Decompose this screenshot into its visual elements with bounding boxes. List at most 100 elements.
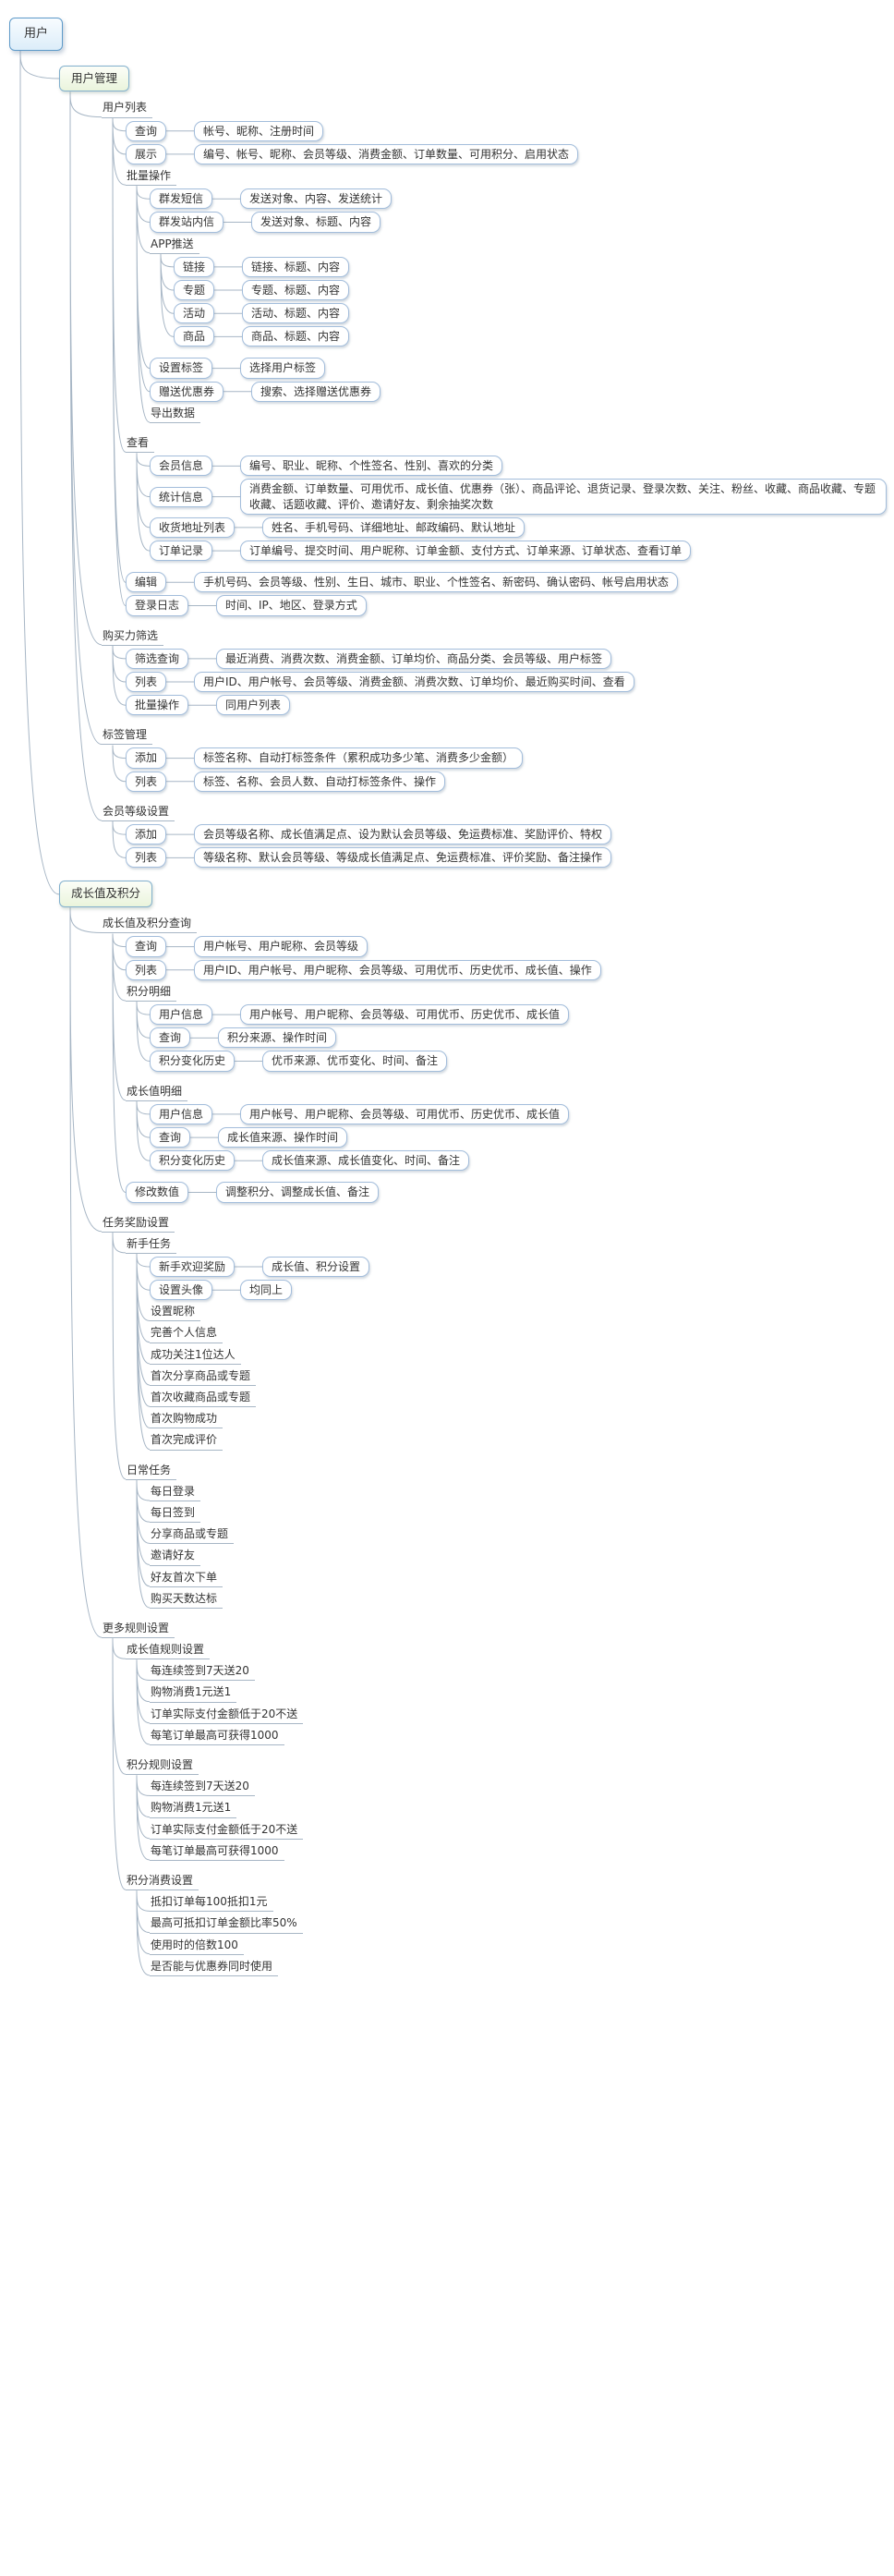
- mindmap-node[interactable]: 专题、标题、内容: [242, 279, 350, 301]
- mindmap-node[interactable]: 收货地址列表: [150, 516, 236, 538]
- mindmap-node[interactable]: 积分明细: [126, 983, 177, 1002]
- mindmap-node[interactable]: 编号、帐号、昵称、会员等级、消费金额、订单数量、可用积分、启用状态: [194, 143, 579, 164]
- root-node[interactable]: 用户: [9, 18, 64, 51]
- mindmap-node[interactable]: 查询: [126, 120, 167, 141]
- mindmap-node[interactable]: 姓名、手机号码、详细地址、邮政编码、默认地址: [262, 516, 526, 538]
- mindmap-node[interactable]: 用户ID、用户帐号、用户昵称、会员等级、可用优币、历史优币、成长值、操作: [194, 959, 601, 980]
- mindmap-node[interactable]: 会员等级名称、成长值满足点、设为默认会员等级、免运费标准、奖励评价、特权: [194, 824, 612, 845]
- mindmap-node[interactable]: 链接: [174, 256, 215, 277]
- mindmap-node[interactable]: 列表: [126, 959, 167, 980]
- mindmap-node[interactable]: 首次完成评价: [150, 1431, 224, 1451]
- mindmap-node[interactable]: 群发短信: [150, 188, 213, 210]
- mindmap-node[interactable]: 会员等级设置: [102, 803, 175, 822]
- mindmap-node[interactable]: 设置头像: [150, 1280, 213, 1301]
- mindmap-node[interactable]: 积分变化历史: [150, 1051, 236, 1072]
- mindmap-node[interactable]: 用户帐号、用户昵称、会员等级、可用优币、历史优币、成长值: [240, 1103, 570, 1124]
- mindmap-node[interactable]: 用户ID、用户帐号、会员等级、消费金额、消费次数、订单均价、最近购买时间、查看: [194, 671, 634, 693]
- mindmap-node[interactable]: 查询: [150, 1126, 191, 1148]
- mindmap-node[interactable]: 会员信息: [150, 456, 213, 477]
- mindmap-node[interactable]: 是否能与优惠券同时使用: [150, 1958, 279, 1976]
- mindmap-node[interactable]: 手机号码、会员等级、性别、生日、城市、职业、个性签名、新密码、确认密码、帐号启用…: [194, 572, 679, 593]
- mindmap-node[interactable]: 订单编号、提交时间、用户昵称、订单金额、支付方式、订单来源、订单状态、查看订单: [240, 540, 692, 562]
- mindmap-node[interactable]: 订单实际支付金额低于20不送: [150, 1821, 304, 1840]
- mindmap-node[interactable]: 标签管理: [102, 726, 153, 746]
- mindmap-node[interactable]: 分享商品或专题: [150, 1525, 235, 1545]
- mindmap-node[interactable]: 用户列表: [102, 99, 153, 118]
- mindmap-node[interactable]: 统计信息: [150, 486, 213, 507]
- mindmap-node[interactable]: 使用时的倍数100: [150, 1937, 244, 1955]
- mindmap-node[interactable]: 用户帐号、用户昵称、会员等级、可用优币、历史优币、成长值: [240, 1004, 570, 1026]
- mindmap-node[interactable]: 订单实际支付金额低于20不送: [150, 1706, 304, 1724]
- mindmap-node[interactable]: 时间、IP、地区、登录方式: [216, 595, 367, 616]
- mindmap-node[interactable]: 最高可抵扣订单金额比率50%: [150, 1914, 303, 1934]
- mindmap-node[interactable]: 登录日志: [126, 595, 189, 616]
- mindmap-node[interactable]: 抵扣订单每100抵扣1元: [150, 1893, 273, 1913]
- mindmap-node[interactable]: 好友首次下单: [150, 1569, 224, 1587]
- mindmap-node[interactable]: 商品、标题、内容: [242, 326, 350, 347]
- mindmap-node[interactable]: 成长值及积分: [59, 881, 153, 908]
- mindmap-node[interactable]: 列表: [126, 671, 167, 693]
- mindmap-node[interactable]: 筛选查询: [126, 648, 189, 669]
- mindmap-node[interactable]: 链接、标题、内容: [242, 256, 350, 277]
- mindmap-node[interactable]: 群发站内信: [150, 212, 224, 233]
- mindmap-node[interactable]: 导出数据: [150, 405, 201, 424]
- mindmap-node[interactable]: 用户管理: [59, 65, 130, 92]
- mindmap-node[interactable]: 日常任务: [126, 1462, 177, 1480]
- mindmap-node[interactable]: 专题: [174, 279, 215, 301]
- mindmap-node[interactable]: 订单记录: [150, 540, 213, 562]
- mindmap-node[interactable]: 成长值、积分设置: [262, 1256, 370, 1278]
- mindmap-node[interactable]: 积分变化历史: [150, 1150, 236, 1172]
- mindmap-node[interactable]: 新手任务: [126, 1235, 177, 1254]
- mindmap-node[interactable]: 购买天数达标: [150, 1590, 224, 1609]
- mindmap-node[interactable]: 成长值来源、操作时间: [218, 1126, 348, 1148]
- mindmap-node[interactable]: 消费金额、订单数量、可用优币、成长值、优惠券（张）、商品评论、退货记录、登录次数…: [240, 479, 887, 515]
- mindmap-node[interactable]: APP推送: [150, 236, 199, 254]
- mindmap-node[interactable]: 购物消费1元送1: [150, 1683, 237, 1703]
- mindmap-node[interactable]: 购买力筛选: [102, 627, 164, 646]
- mindmap-node[interactable]: 列表: [126, 771, 167, 792]
- mindmap-node[interactable]: 等级名称、默认会员等级、等级成长值满足点、免运费标准、评价奖励、备注操作: [194, 847, 612, 869]
- mindmap-node[interactable]: 成功关注1位达人: [150, 1346, 241, 1365]
- mindmap-node[interactable]: 标签名称、自动打标签条件（累积成功多少笔、消费多少金额）: [194, 747, 524, 769]
- mindmap-node[interactable]: 积分消费设置: [126, 1872, 199, 1891]
- mindmap-node[interactable]: 调整积分、调整成长值、备注: [216, 1182, 380, 1203]
- mindmap-node[interactable]: 批量操作: [126, 167, 177, 187]
- mindmap-node[interactable]: 每日签到: [150, 1504, 201, 1524]
- mindmap-node[interactable]: 列表: [126, 847, 167, 869]
- mindmap-node[interactable]: 添加: [126, 747, 167, 769]
- mindmap-node[interactable]: 成长值明细: [126, 1083, 188, 1101]
- mindmap-node[interactable]: 每日登录: [150, 1483, 201, 1501]
- mindmap-node[interactable]: 展示: [126, 143, 167, 164]
- mindmap-node[interactable]: 用户帐号、用户昵称、会员等级: [194, 936, 368, 957]
- mindmap-node[interactable]: 帐号、昵称、注册时间: [194, 120, 324, 141]
- mindmap-node[interactable]: 添加: [126, 824, 167, 845]
- mindmap-node[interactable]: 优币来源、优币变化、时间、备注: [262, 1051, 448, 1072]
- mindmap-node[interactable]: 成长值及积分查询: [102, 915, 198, 934]
- mindmap-node[interactable]: 设置昵称: [150, 1303, 201, 1322]
- mindmap-node[interactable]: 设置标签: [150, 358, 213, 379]
- mindmap-node[interactable]: 查看: [126, 434, 155, 454]
- mindmap-node[interactable]: 同用户列表: [216, 695, 291, 716]
- mindmap-node[interactable]: 更多规则设置: [102, 1620, 175, 1639]
- mindmap-node[interactable]: 每连续签到7天送20: [150, 1778, 255, 1797]
- mindmap-node[interactable]: 活动: [174, 303, 215, 324]
- mindmap-node[interactable]: 选择用户标签: [240, 358, 326, 379]
- mindmap-node[interactable]: 首次收藏商品或专题: [150, 1389, 257, 1408]
- mindmap-node[interactable]: 任务奖励设置: [102, 1214, 175, 1233]
- mindmap-node[interactable]: 每笔订单最高可获得1000: [150, 1727, 284, 1746]
- mindmap-node[interactable]: 成长值来源、成长值变化、时间、备注: [262, 1150, 470, 1172]
- mindmap-node[interactable]: 修改数值: [126, 1182, 189, 1203]
- mindmap-node[interactable]: 编辑: [126, 572, 167, 593]
- mindmap-node[interactable]: 首次购物成功: [150, 1410, 224, 1429]
- mindmap-node[interactable]: 编号、职业、昵称、个性签名、性别、喜欢的分类: [240, 456, 503, 477]
- mindmap-node[interactable]: 查询: [150, 1027, 191, 1049]
- mindmap-node[interactable]: 赠送优惠券: [150, 381, 224, 402]
- mindmap-node[interactable]: 每连续签到7天送20: [150, 1662, 255, 1682]
- mindmap-node[interactable]: 发送对象、标题、内容: [251, 212, 381, 233]
- mindmap-node[interactable]: 积分规则设置: [126, 1756, 199, 1776]
- mindmap-node[interactable]: 商品: [174, 326, 215, 347]
- mindmap-node[interactable]: 购物消费1元送1: [150, 1799, 237, 1818]
- mindmap-node[interactable]: 最近消费、消费次数、消费金额、订单均价、商品分类、会员等级、用户标签: [216, 648, 612, 669]
- mindmap-node[interactable]: 均同上: [240, 1280, 293, 1301]
- mindmap-node[interactable]: 批量操作: [126, 695, 189, 716]
